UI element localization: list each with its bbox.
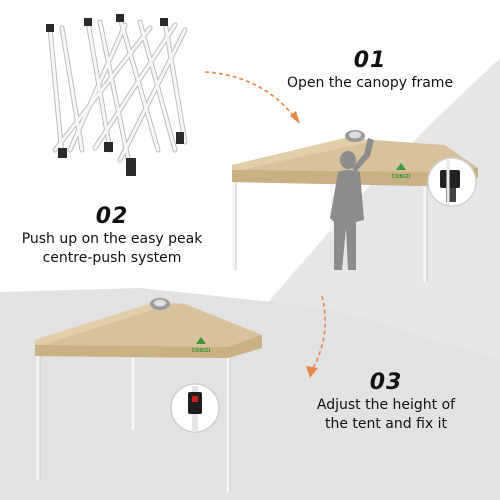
step-number: 01 — [353, 48, 387, 73]
arrow-head-2 — [306, 366, 318, 378]
canopy-with-person: COBIZI — [232, 130, 478, 282]
person-silhouette-icon — [330, 138, 374, 270]
dashed-arrow-icon — [311, 295, 326, 371]
step-3: 03 Adjust the height of the tent and fix… — [300, 370, 472, 434]
magnifier-inset-icon — [427, 157, 477, 207]
dashed-arrow-icon — [204, 71, 296, 119]
brand-logo-text: COBIZI — [391, 174, 410, 180]
arrow-head-1 — [290, 111, 300, 124]
folded-frame — [46, 14, 188, 176]
step-number: 03 — [369, 370, 403, 395]
step-2: 02 Push up on the easy peak centre-push … — [20, 204, 204, 268]
step-caption-line: Adjust the height of — [316, 397, 456, 413]
canopy-adjusted: COBIZI — [35, 298, 262, 492]
brand-logo-text: COBIZI — [191, 348, 210, 354]
step-number: 02 — [95, 204, 129, 229]
step-caption-line: Push up on the easy peak — [21, 231, 203, 247]
magnifier-inset-icon — [170, 383, 220, 433]
step-1: 01 Open the canopy frame — [270, 48, 470, 93]
step-caption-line: the tent and fix it — [324, 416, 448, 432]
step-caption-line: Open the canopy frame — [286, 75, 454, 91]
step-caption-line: centre-push system — [42, 250, 182, 266]
